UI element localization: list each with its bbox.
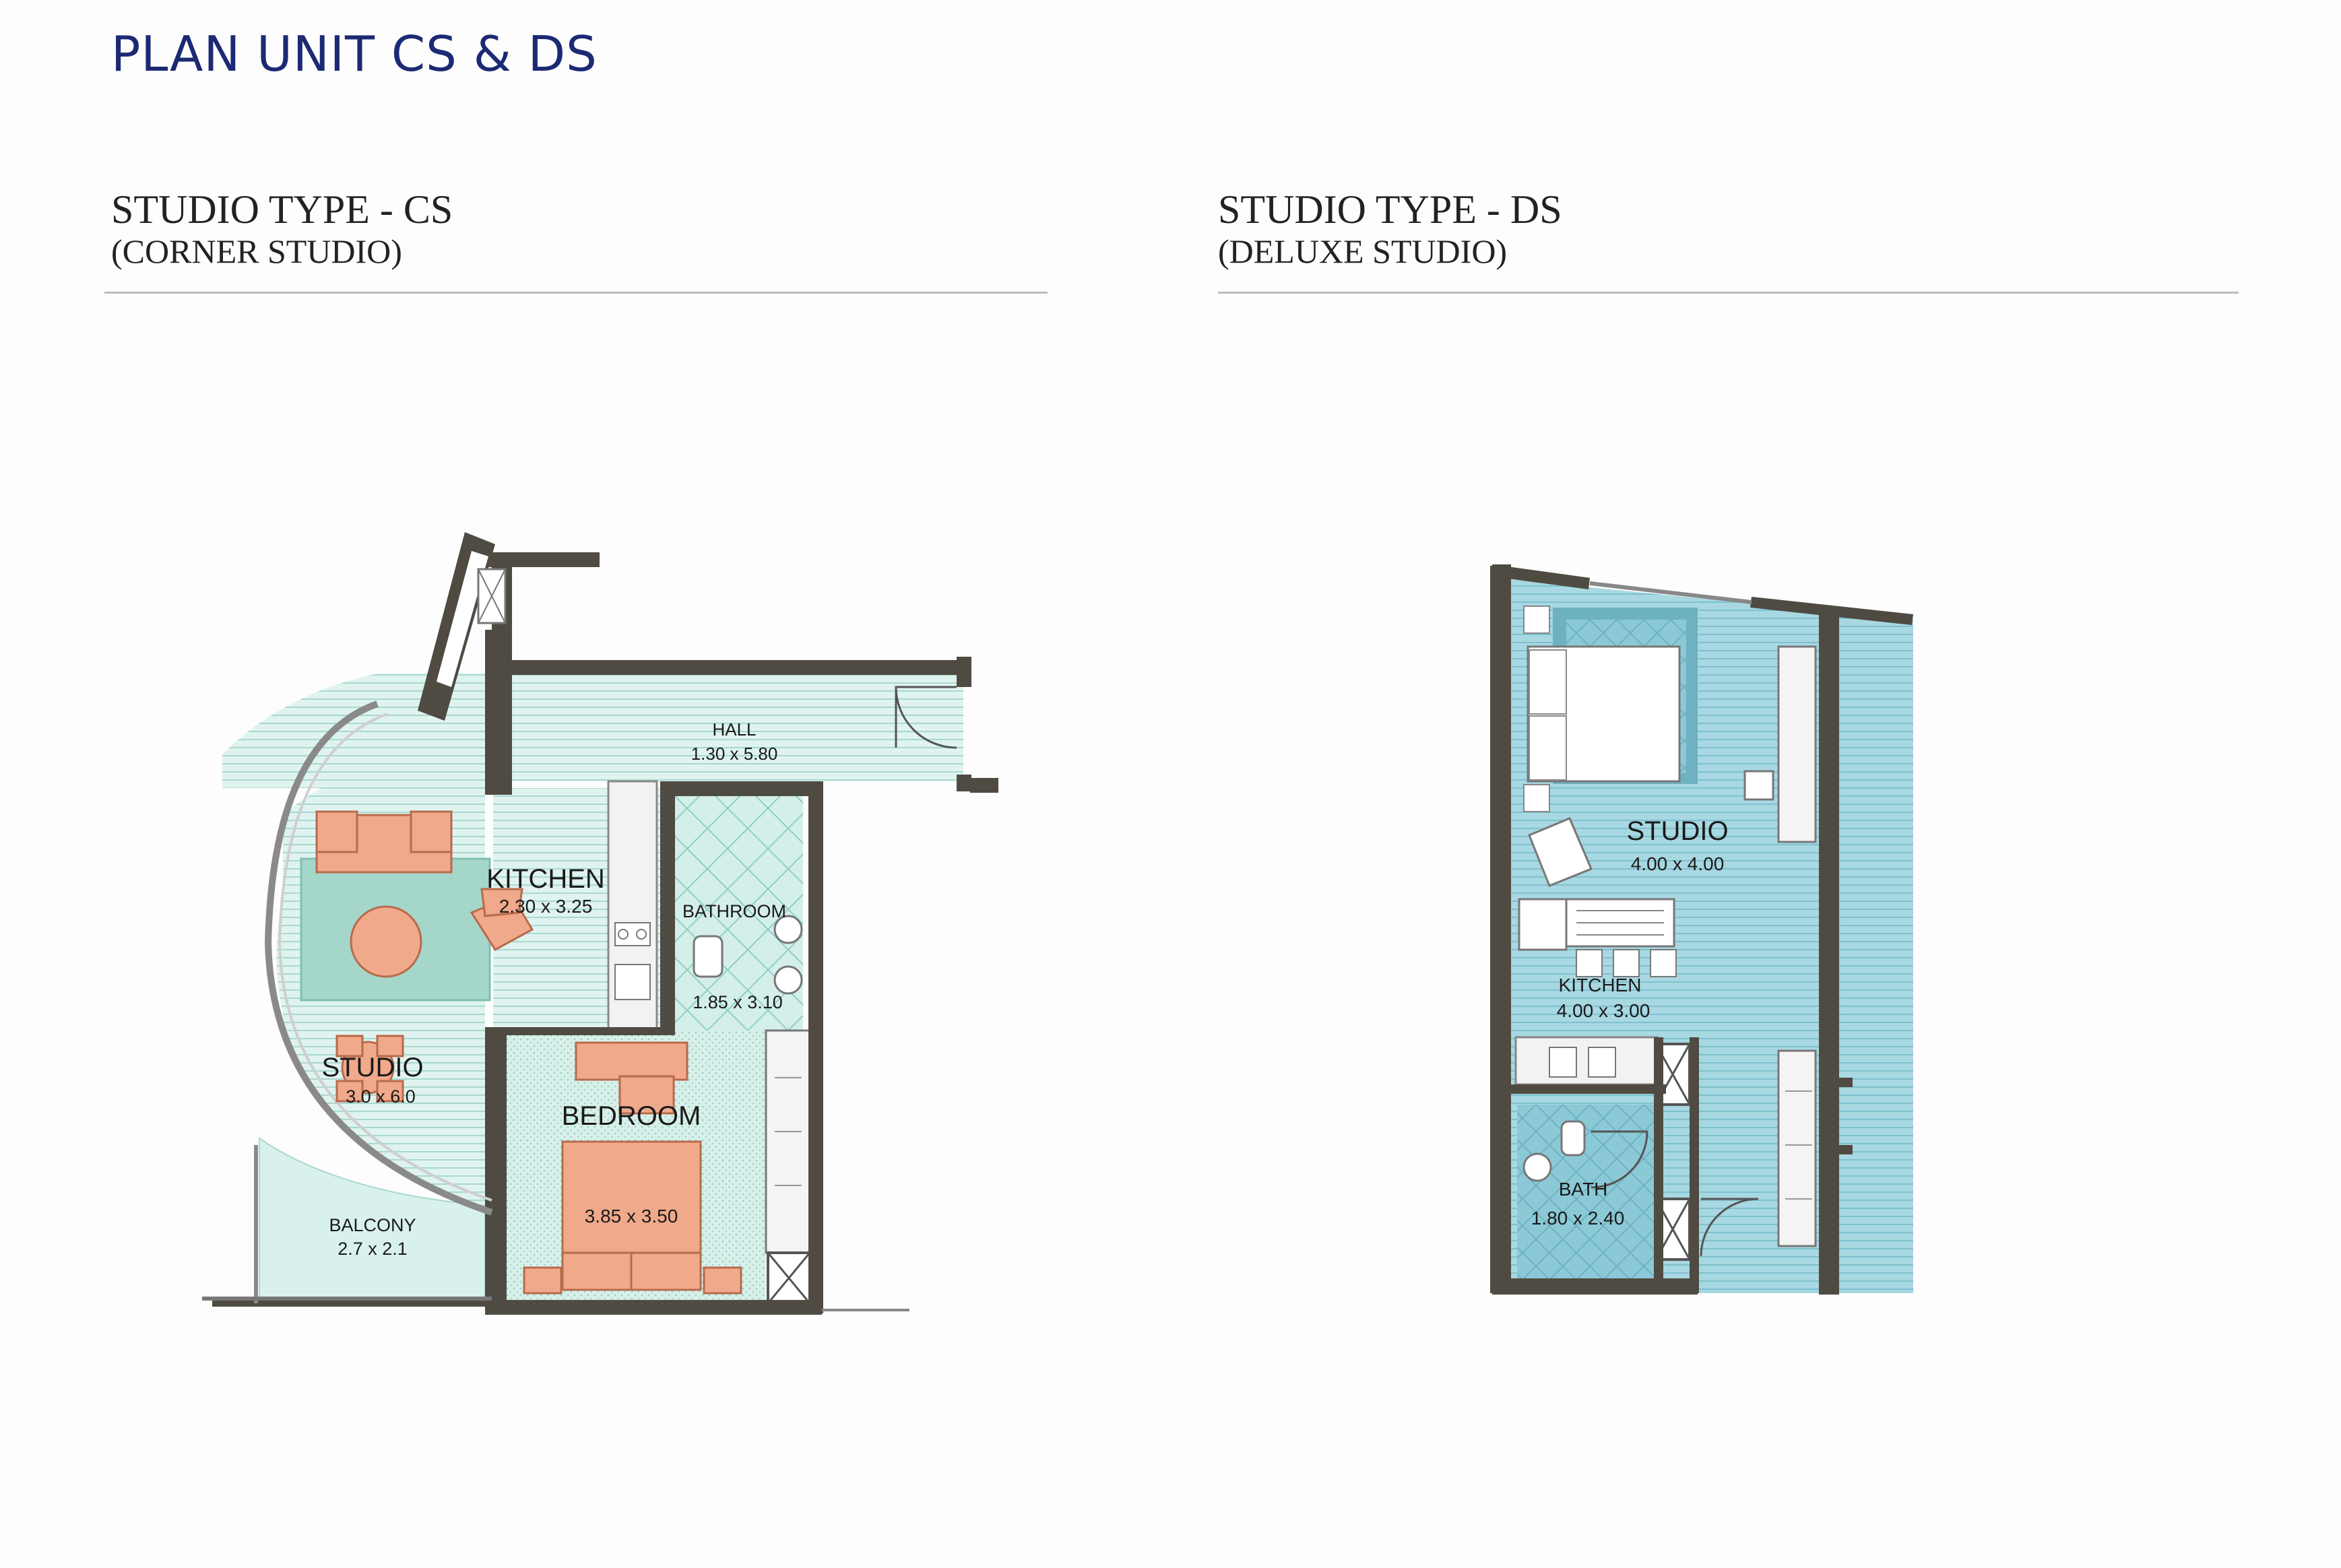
cs-subheading: (CORNER STUDIO) [111,232,402,270]
ds-divider [1218,292,2239,294]
ds-studio-size: 4.00 x 4.00 [1631,853,1725,874]
cs-balcony-size: 2.7 x 2.1 [338,1239,408,1259]
cs-bathroom-label: BATHROOM [682,901,786,921]
cs-bathroom-size: 1.85 x 3.10 [693,992,783,1012]
ds-bath-label: BATH [1559,1179,1608,1200]
ds-subheading: (DELUXE STUDIO) [1218,232,1508,270]
cs-bedroom-label: BEDROOM [562,1101,701,1131]
cs-heading: STUDIO TYPE - CS [111,187,453,232]
ds-bath-size: 1.80 x 2.40 [1531,1208,1625,1229]
cs-hall-size: 1.30 x 5.80 [691,744,778,764]
ds-heading-block: STUDIO TYPE - DS (DELUXE STUDIO) [1218,187,1562,271]
ds-kitchen-label: KITCHEN [1559,975,1642,995]
cs-hall-label: HALL [712,719,756,740]
ds-plan: STUDIO 4.00 x 4.00 KITCHEN 4.00 x 3.00 B… [1490,564,1913,1295]
ds-heading: STUDIO TYPE - DS [1218,187,1562,232]
cs-studio-size: 3.0 x 6.0 [346,1086,416,1107]
ds-kitchen-size: 4.00 x 3.00 [1557,1000,1650,1021]
cs-kitchen-size: 2.30 x 3.25 [499,896,593,917]
cs-plan: HALL 1.30 x 5.80 KITCHEN 2.30 x 3.25 BAT… [202,532,998,1315]
page-title: PLAN UNIT CS & DS [111,26,598,82]
cs-heading-block: STUDIO TYPE - CS (CORNER STUDIO) [111,187,453,271]
cs-studio-label: STUDIO [321,1053,423,1082]
cs-divider [104,292,1048,294]
ds-studio-label: STUDIO [1626,816,1728,846]
cs-kitchen-label: KITCHEN [486,864,605,894]
cs-balcony-label: BALCONY [329,1215,416,1235]
cs-bedroom-size: 3.85 x 3.50 [585,1206,678,1227]
